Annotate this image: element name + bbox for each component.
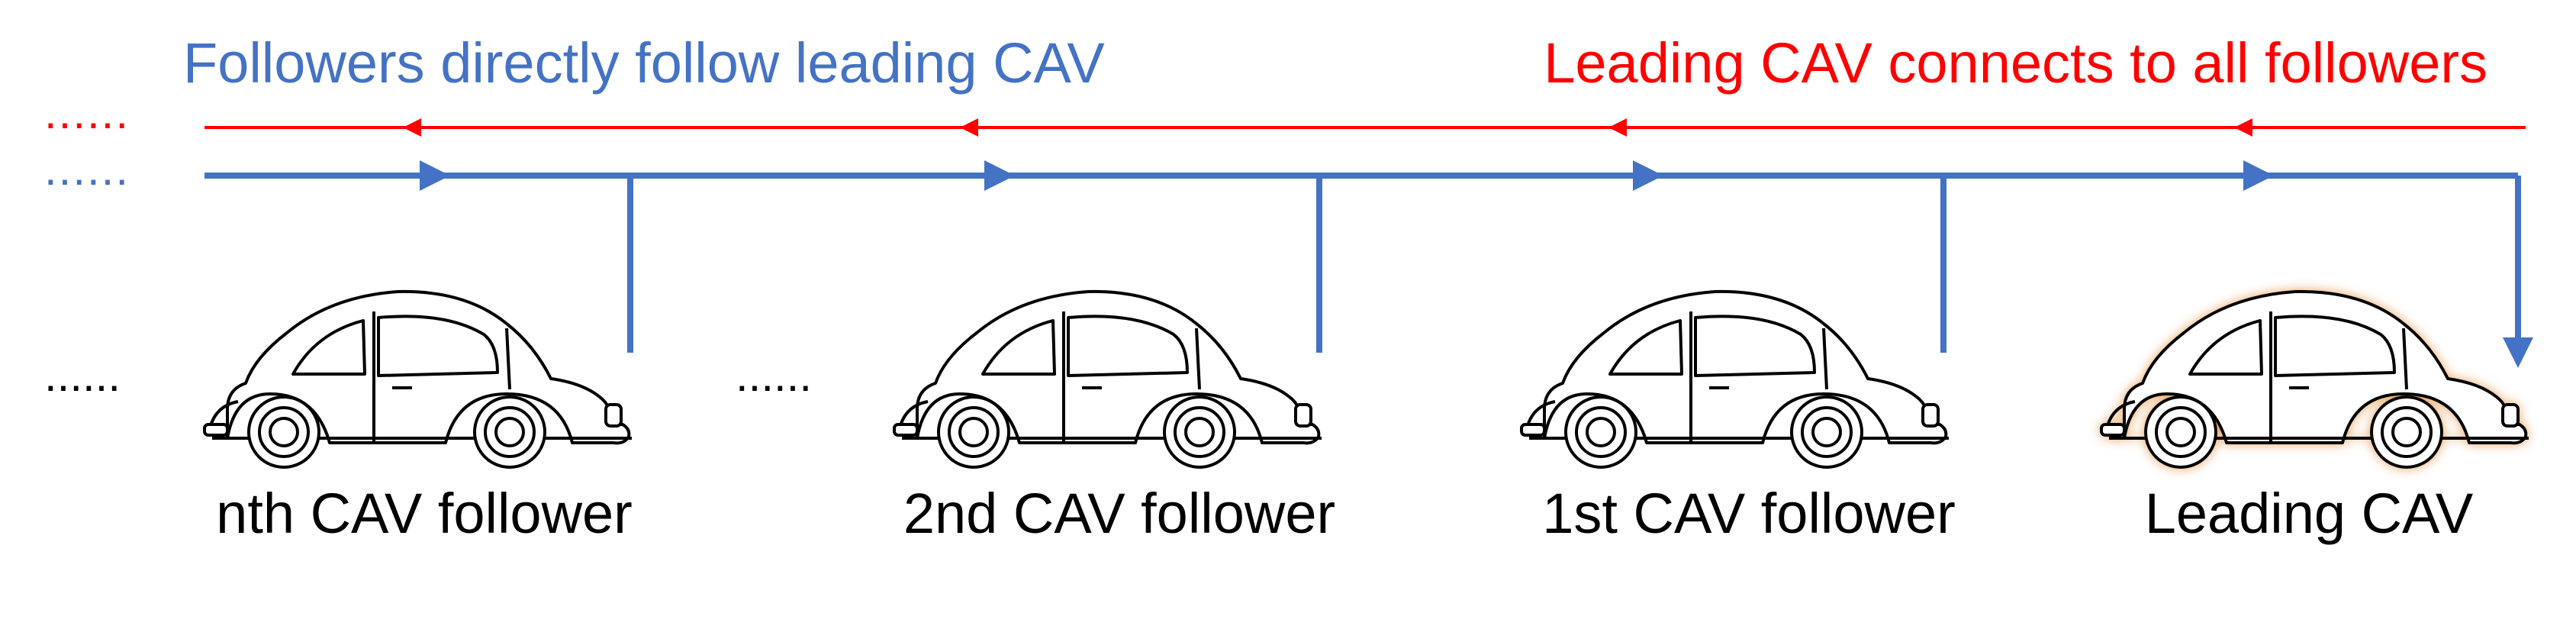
left-ellipsis: ......	[44, 350, 121, 401]
nth-follower-label: nth CAV follower	[216, 482, 633, 545]
nth-follower-car-icon	[203, 289, 633, 469]
leader-connects-title: Leading CAV connects to all followers	[1544, 31, 2487, 95]
leading-cav-label: Leading CAV	[2144, 482, 2474, 545]
leading-cav-car-icon	[2100, 289, 2530, 469]
2nd-follower-label: 2nd CAV follower	[903, 482, 1336, 545]
red-line-continuation-dots: ......	[44, 87, 130, 138]
blue-line-continuation-dots: ......	[44, 144, 130, 195]
2nd-follower-car-icon	[893, 289, 1323, 469]
followers-follow-title: Followers directly follow leading CAV	[183, 31, 1105, 95]
1st-follower-label: 1st CAV follower	[1542, 482, 1956, 545]
between-cars-ellipsis: ......	[736, 350, 813, 401]
1st-follower-car-icon	[1520, 289, 1950, 469]
blue-following-line	[204, 160, 2533, 368]
